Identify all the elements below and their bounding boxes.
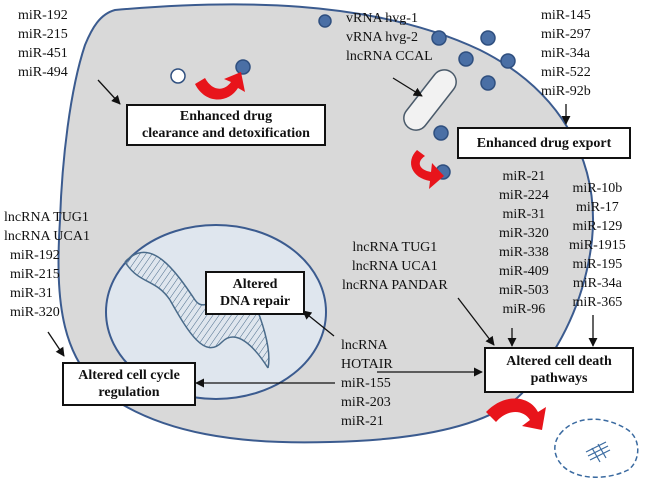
mirna-label: miR-34a (541, 46, 590, 61)
mirna-label: miR-31 (502, 207, 546, 222)
molecule-icon (500, 53, 516, 69)
rna-label: vRNA hvg-2 (346, 30, 418, 45)
rna-label: vRNA hvg-1 (346, 11, 418, 26)
shared-center-rna-list: lncRNA HOTAIR miR-155 miR-203 miR-21 (341, 336, 393, 431)
cell-cycle-box: Altered cell cycle regulation (62, 362, 196, 406)
molecule-icon (433, 125, 449, 141)
mirna-label: miR-96 (502, 302, 546, 317)
molecule-icon (235, 59, 251, 75)
rna-label: lncRNA TUG1 (352, 240, 438, 255)
rna-label: miR-31 (10, 286, 53, 301)
rna-label: HOTAIR (341, 357, 393, 372)
mirna-label: miR-192 (18, 8, 68, 23)
rna-label: miR-192 (10, 248, 60, 263)
mirna-label: miR-224 (499, 188, 549, 203)
molecule-icon (458, 51, 474, 67)
drug-export-box: Enhanced drug export (457, 127, 631, 159)
mirna-label: miR-1915 (569, 238, 626, 253)
drug-clearance-mirna-list: miR-192 miR-215 miR-451 miR-494 (18, 6, 68, 82)
cell-death-mirna-column-2: miR-10b miR-17 miR-129 miR-1915 miR-195 … (569, 179, 626, 312)
mirna-label: miR-10b (572, 181, 623, 196)
mirna-label: miR-365 (572, 295, 623, 310)
rna-label: lncRNA CCAL (346, 49, 433, 64)
mirna-label: miR-21 (502, 169, 546, 184)
drug-clearance-box: Enhanced drug clearance and detoxificati… (126, 104, 326, 146)
molecule-icon (480, 75, 496, 91)
molecule-icon (170, 68, 186, 84)
cell-cycle-rna-list: lncRNA TUG1 lncRNA UCA1 miR-192 miR-215 … (4, 208, 90, 322)
rna-label: lncRNA PANDAR (342, 278, 448, 293)
cell-death-mirna-column-1: miR-21 miR-224 miR-31 miR-320 miR-338 mi… (499, 167, 549, 319)
drug-export-mirna-list: miR-145 miR-297 miR-34a miR-522 miR-92b (541, 6, 591, 101)
drug-export-lncrna-list: vRNA hvg-1 vRNA hvg-2 lncRNA CCAL (346, 9, 433, 66)
apoptotic-body-icon (554, 418, 639, 478)
mirna-label: miR-297 (541, 27, 591, 42)
arrow (47, 331, 65, 357)
mirna-label: miR-494 (18, 65, 68, 80)
mirna-label: miR-195 (572, 257, 623, 272)
mirna-label: miR-145 (541, 8, 591, 23)
cell-death-box: Altered cell death pathways (484, 347, 634, 393)
mirna-label: miR-503 (499, 283, 549, 298)
mirna-label: miR-17 (576, 200, 619, 215)
rna-label: miR-215 (10, 267, 60, 282)
rna-label: miR-155 (341, 376, 391, 391)
mirna-label: miR-451 (18, 46, 68, 61)
molecule-icon (431, 30, 447, 46)
arrow (97, 79, 121, 105)
mirna-label: miR-215 (18, 27, 68, 42)
mirna-label: miR-409 (499, 264, 549, 279)
rna-label: lncRNA (341, 338, 388, 353)
red-curved-arrow-icon (411, 150, 444, 189)
mirna-label: miR-34a (572, 276, 622, 291)
cell-death-lncrna-list: lncRNA TUG1 lncRNA UCA1 lncRNA PANDAR (342, 238, 448, 295)
mirna-label: miR-338 (499, 245, 549, 260)
molecule-icon (318, 14, 332, 28)
arrow (302, 310, 335, 337)
red-curved-arrow-icon (195, 72, 245, 100)
rna-label: lncRNA TUG1 (4, 210, 89, 225)
rna-label: lncRNA UCA1 (351, 259, 438, 274)
connector-arrows (47, 77, 598, 388)
rna-label: miR-203 (341, 395, 391, 410)
mirna-label: miR-522 (541, 65, 591, 80)
mirna-label: miR-92b (541, 84, 591, 99)
red-curved-arrow-icon (486, 398, 546, 430)
mirna-label: miR-320 (499, 226, 549, 241)
rna-label: lncRNA UCA1 (4, 229, 90, 244)
arrow (392, 77, 423, 97)
rna-label: miR-21 (341, 414, 384, 429)
arrow (457, 297, 495, 346)
mirna-label: miR-129 (572, 219, 623, 234)
dna-repair-box: Altered DNA repair (205, 271, 305, 315)
rna-label: miR-320 (10, 305, 60, 320)
molecule-icon (480, 30, 496, 46)
